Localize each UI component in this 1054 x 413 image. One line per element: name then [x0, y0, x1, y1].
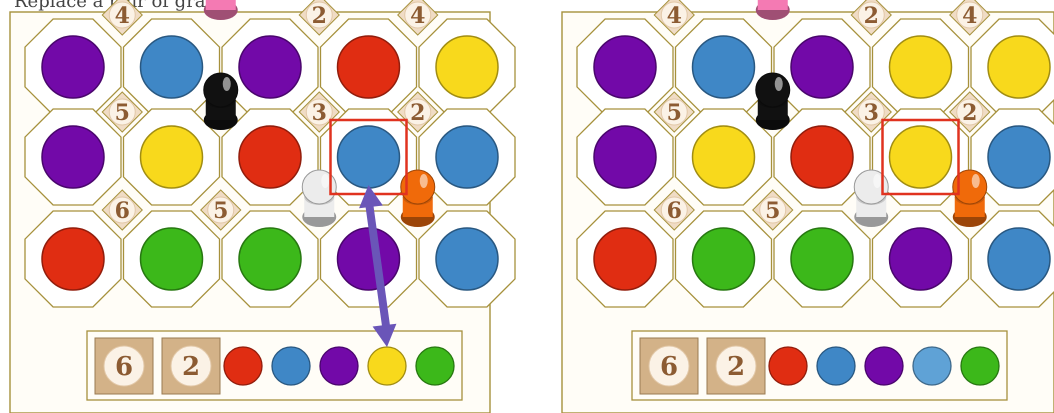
- board-cell[interactable]: [419, 19, 515, 115]
- board-cell[interactable]: [25, 109, 121, 205]
- color-token-purple: [42, 126, 104, 188]
- board-cell[interactable]: [774, 19, 870, 115]
- score-tile-number: 2: [182, 352, 200, 382]
- color-token-red: [791, 126, 853, 188]
- color-token-green: [791, 228, 853, 290]
- score-tile-number: 2: [727, 352, 745, 382]
- color-token-yellow: [436, 36, 498, 98]
- pawn-head: [204, 73, 238, 107]
- junction-number: 4: [667, 3, 682, 29]
- color-token-purple: [594, 36, 656, 98]
- pawn-shine: [972, 174, 980, 188]
- pawn-shine: [873, 174, 881, 188]
- board-cell[interactable]: [124, 211, 220, 307]
- color-token-green: [239, 228, 301, 290]
- board-cell[interactable]: [25, 211, 121, 307]
- junction-number: 2: [962, 100, 977, 126]
- board-cell[interactable]: [676, 19, 772, 115]
- pink-pawn[interactable]: [204, 0, 238, 20]
- tray-token-purple[interactable]: [865, 347, 903, 385]
- color-token-yellow: [890, 36, 952, 98]
- board-cell[interactable]: [321, 19, 417, 115]
- tray-token-purple[interactable]: [320, 347, 358, 385]
- pawn-shine: [420, 174, 428, 188]
- board-cell[interactable]: [873, 211, 969, 307]
- color-token-green: [693, 228, 755, 290]
- board-cell[interactable]: [419, 211, 515, 307]
- board-cell[interactable]: [222, 211, 318, 307]
- junction-number: 2: [312, 3, 327, 29]
- color-token-purple: [338, 228, 400, 290]
- board-cell[interactable]: [124, 19, 220, 115]
- color-token-blue: [988, 228, 1050, 290]
- tray-token-yellow[interactable]: [368, 347, 406, 385]
- junction-number: 5: [667, 100, 682, 126]
- junction-number: 5: [765, 198, 780, 224]
- junction-number: 2: [410, 100, 425, 126]
- tray-token-blue[interactable]: [817, 347, 855, 385]
- junction-number: 5: [115, 100, 130, 126]
- junction-number: 4: [115, 3, 130, 29]
- color-token-purple: [42, 36, 104, 98]
- board-cell[interactable]: [25, 19, 121, 115]
- color-token-purple: [239, 36, 301, 98]
- token-tray: 62: [87, 331, 462, 400]
- junction-number: 5: [213, 198, 228, 224]
- board-cell[interactable]: [774, 211, 870, 307]
- color-token-red: [42, 228, 104, 290]
- color-token-blue: [436, 228, 498, 290]
- color-token-blue: [988, 126, 1050, 188]
- junction-number: 3: [864, 100, 879, 126]
- tray-token-red[interactable]: [224, 347, 262, 385]
- color-token-purple: [594, 126, 656, 188]
- pawn-body: [758, 0, 788, 10]
- board-cell[interactable]: [577, 109, 673, 205]
- junction-number: 6: [115, 198, 130, 224]
- board-cell[interactable]: [676, 211, 772, 307]
- color-token-yellow: [693, 126, 755, 188]
- pawn-shine: [223, 77, 231, 91]
- color-token-red: [338, 36, 400, 98]
- color-token-blue: [436, 126, 498, 188]
- pawn-shine: [321, 174, 329, 188]
- pawn-body: [206, 0, 236, 10]
- board-cell[interactable]: [222, 19, 318, 115]
- color-token-red: [594, 228, 656, 290]
- pawn-shine: [775, 77, 783, 91]
- color-token-blue: [338, 126, 400, 188]
- tray-token-red[interactable]: [769, 347, 807, 385]
- color-token-purple: [890, 228, 952, 290]
- color-token-yellow: [890, 126, 952, 188]
- tray-token-blue[interactable]: [272, 347, 310, 385]
- board-cell[interactable]: [577, 211, 673, 307]
- board-cell[interactable]: [577, 19, 673, 115]
- color-token-purple: [791, 36, 853, 98]
- junction-number: 2: [864, 3, 879, 29]
- color-token-yellow: [988, 36, 1050, 98]
- tray-token-green[interactable]: [961, 347, 999, 385]
- junction-number: 4: [410, 3, 425, 29]
- color-token-yellow: [141, 126, 203, 188]
- color-token-red: [239, 126, 301, 188]
- score-tile-number: 6: [660, 352, 678, 382]
- color-token-blue: [141, 36, 203, 98]
- junction-number: 4: [962, 3, 977, 29]
- score-tile-number: 6: [115, 352, 133, 382]
- board-before: 4245326562: [10, 0, 515, 413]
- pawn-head: [756, 73, 790, 107]
- junction-number: 6: [667, 198, 682, 224]
- black-pawn[interactable]: [756, 73, 790, 130]
- junction-number: 3: [312, 100, 327, 126]
- color-token-green: [141, 228, 203, 290]
- tray-token-lightblue[interactable]: [913, 347, 951, 385]
- black-pawn[interactable]: [204, 73, 238, 130]
- pink-pawn[interactable]: [756, 0, 790, 20]
- board-cell[interactable]: [873, 19, 969, 115]
- color-token-blue: [693, 36, 755, 98]
- tray-token-green[interactable]: [416, 347, 454, 385]
